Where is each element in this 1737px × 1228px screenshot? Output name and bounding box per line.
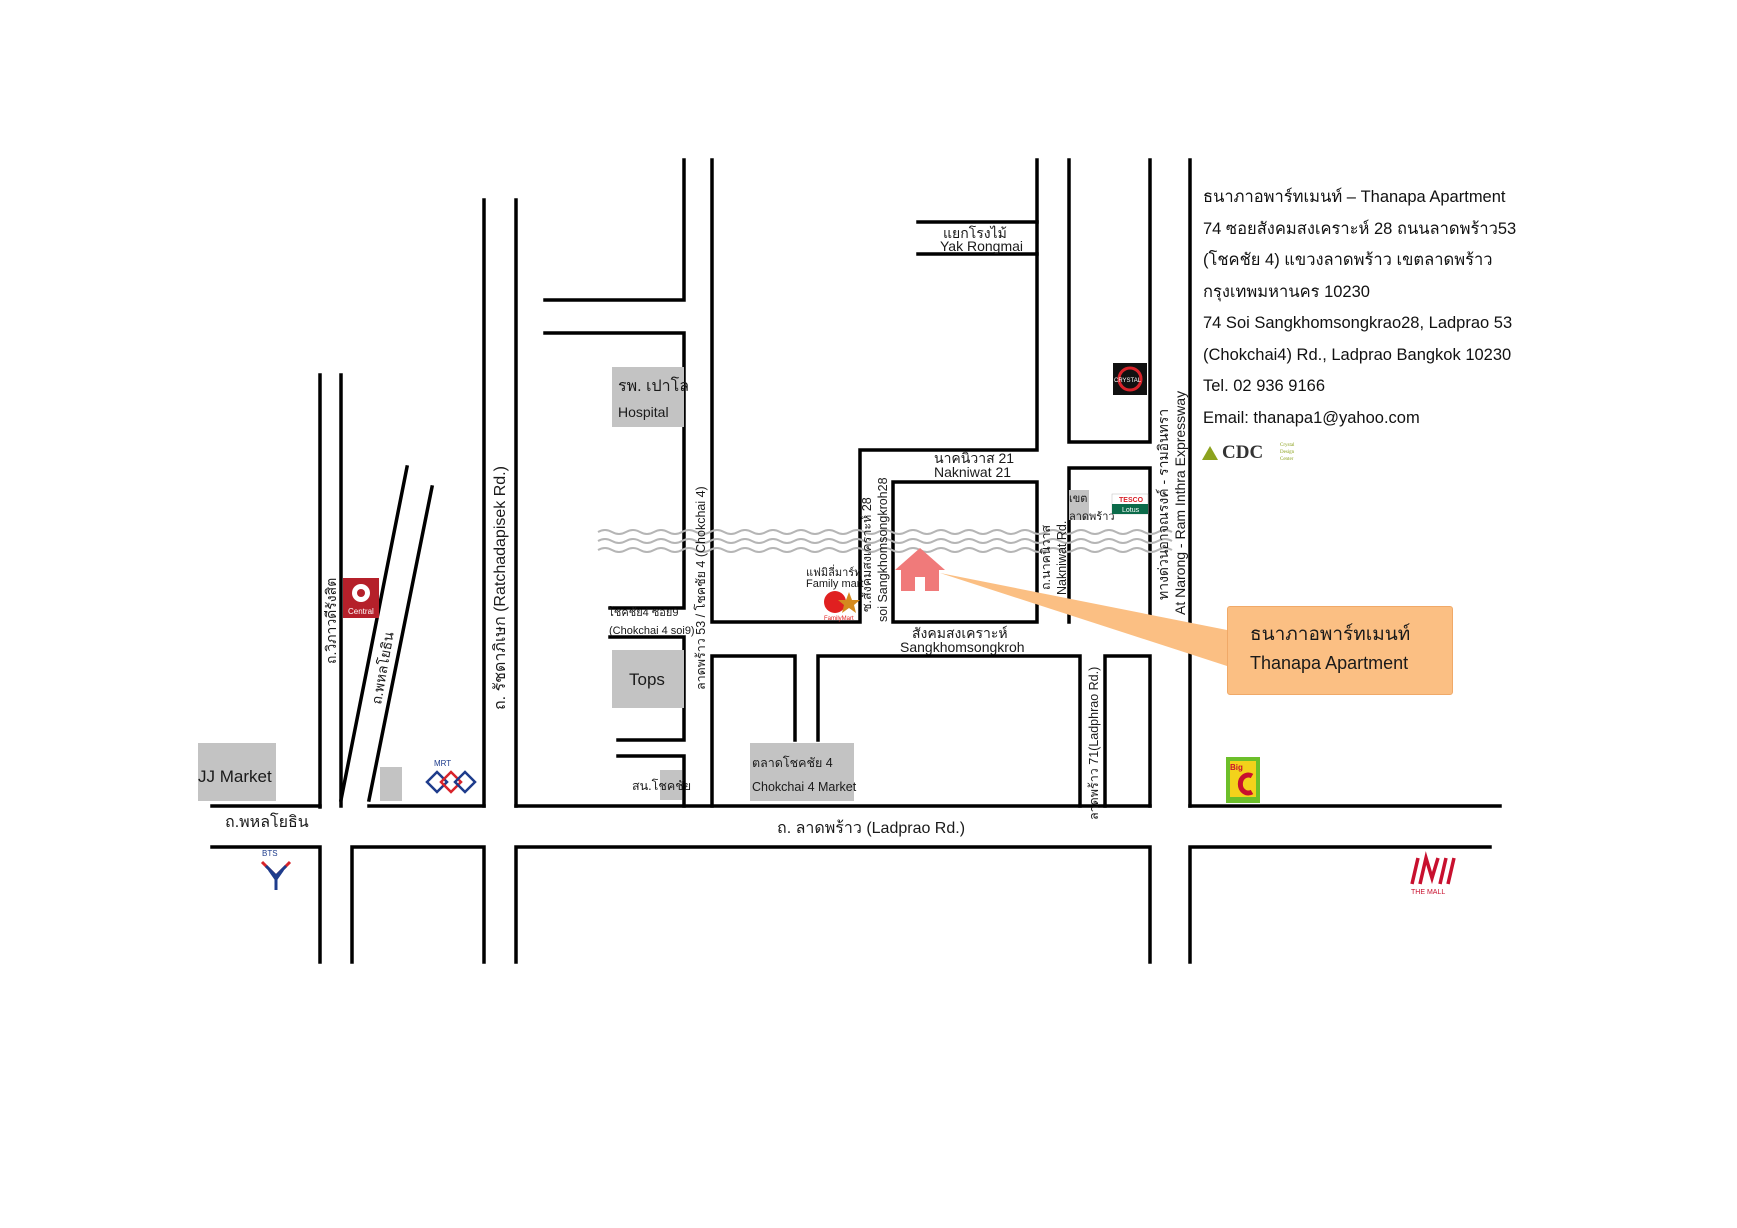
road-nakniwat-south <box>1067 466 1152 624</box>
label-ladprao71: ลาดพร้าว 71(Ladphrao Rd.) <box>1087 667 1101 820</box>
familymart-logo-text: FamilyMart <box>824 616 854 622</box>
road-block-ladprao71 <box>1103 654 1152 808</box>
chokchai-market-box <box>750 743 854 801</box>
label-vibhavadi: ถ.วิภาวดีรังสิต <box>323 578 339 664</box>
bts-logo-text: BTS <box>262 849 278 858</box>
road-phahon-diag-1 <box>338 464 410 803</box>
label-chokchai4-rd: ลาดพร้าว 53 / โชคชัย 4 (Chokchai 4) <box>693 486 708 690</box>
label-nakniwat21-th: นาคนิวาส 21 <box>934 450 1014 466</box>
apartment-callout: ธนาภาอพาร์ทเมนท์ Thanapa Apartment <box>1227 606 1453 695</box>
lotus-logo-text: Lotus <box>1122 507 1140 514</box>
bigc-logo-text: Big <box>1230 763 1243 772</box>
label-chokchai-market-en: Chokchai 4 Market <box>752 780 857 794</box>
cdc-logo-sub1: Crystal <box>1280 443 1295 448</box>
label-familymart-th: แฟมิลี่มาร์ท <box>806 564 861 579</box>
road-branch-top-left-1 <box>543 158 686 302</box>
road-network <box>210 158 1502 964</box>
road-ladprao-bottom-4 <box>1188 845 1492 964</box>
callout-pointer <box>940 573 1227 666</box>
info-line-8[interactable]: Email: thanapa1@yahoo.com <box>1203 408 1420 427</box>
label-nakniwat-en: Nakniwat Rd. <box>1055 521 1069 595</box>
mrt-logo-text: MRT <box>434 759 451 768</box>
label-expressway-th: ทางด่วนอาจณรงค์ - รามอินทรา <box>1155 409 1171 600</box>
label-chokchai-market-th: ตลาดโชคชัย 4 <box>752 755 833 770</box>
cdc-logo-text: CDC <box>1222 442 1264 463</box>
label-soi28-th: ซ.สังคมสงเคราะห์ 28 <box>860 497 874 612</box>
central-logo: Central <box>343 578 379 618</box>
label-soi9-en: (Chokchai 4 soi9) <box>609 625 695 637</box>
crystal-logo: CRYSTAL <box>1113 363 1147 395</box>
apartment-info-panel: ธนาภาอพาร์ทเมนท์ – Thanapa Apartment 74 … <box>1203 182 1623 434</box>
canal-wave-line <box>597 529 1173 535</box>
callout-thai: ธนาภาอพาร์ทเมนท์ <box>1250 624 1411 645</box>
label-phahon-bottom: ถ.พหลโยธิน <box>225 812 309 831</box>
info-line-1: ธนาภาอพาร์ทเมนท์ – Thanapa Apartment <box>1203 188 1506 206</box>
cdc-logo-sub2: Design <box>1280 450 1295 455</box>
bigc-logo: Big <box>1226 757 1260 803</box>
canal <box>597 529 1173 553</box>
canal-wave-line <box>597 547 1173 553</box>
khet-office-box <box>1069 490 1089 520</box>
info-line-2: 74 ซอยสังคมสงเคราะห์ 28 ถนนลาดพร้าว53 <box>1203 219 1517 238</box>
label-nakniwat21-en: Nakniwat 21 <box>934 464 1011 480</box>
cdc-logo: CDC Crystal Design Center <box>1200 442 1310 466</box>
label-nakniwat-th: ถ.นาคนิวาส <box>1039 524 1053 590</box>
label-sangkhom-en: Sangkhomsongkroh <box>900 639 1025 655</box>
label-sangkhom-th: สังคมสงเคราะห์ <box>912 625 1008 641</box>
jj-market-box <box>198 743 276 801</box>
info-line-3: (โชคชัย 4) แขวงลาดพร้าว เขตลาดพร้าว <box>1203 251 1493 269</box>
callout-english: Thanapa Apartment <box>1250 653 1409 673</box>
tops-box <box>612 650 684 708</box>
the-mall-logo-text: THE MALL <box>1411 889 1445 896</box>
tesco-lotus-logo: TESCO Lotus <box>1111 493 1149 515</box>
road-soi28-block <box>710 158 1039 624</box>
hospital-box <box>612 367 684 427</box>
road-chokchai4-west-upper <box>543 331 686 610</box>
info-line-5: 74 Soi Sangkhomsongkrao28, Ladprao 53 <box>1203 314 1513 332</box>
label-khet-1: เขต <box>1069 493 1087 505</box>
label-familymart-en: Family mart <box>806 578 863 590</box>
road-ladprao-bottom-1 <box>210 845 322 964</box>
road-ladprao-bottom-3 <box>514 845 1152 964</box>
label-soi9-th: โชคชัย4 ซอย9 <box>608 605 678 619</box>
mrt-station-box <box>380 767 402 801</box>
road-block-market-left <box>710 654 797 808</box>
label-soi28-en: soi Sangkhomsongkroh28 <box>876 477 890 622</box>
label-khet-2: ลาดพร้าว <box>1069 511 1115 523</box>
apartment-house-icon <box>895 548 945 591</box>
bts-logo: BTS <box>260 849 292 890</box>
crystal-logo-text: CRYSTAL <box>1114 378 1142 384</box>
familymart-logo: FamilyMart <box>824 591 860 622</box>
the-mall-logo: THE MALL <box>1410 851 1456 896</box>
mrt-logo: MRT <box>425 759 477 794</box>
police-station-box <box>660 770 682 800</box>
label-yak-th: แยกโรงไม้ <box>943 225 1007 241</box>
road-phahon-diag-2 <box>366 484 435 803</box>
info-line-7: Tel. 02 936 9166 <box>1203 377 1326 395</box>
info-line-4: กรุงเทพมหานคร 10230 <box>1203 282 1370 301</box>
central-logo-text: Central <box>348 607 374 616</box>
cdc-triangle-icon <box>1202 446 1218 460</box>
label-tops: Tops <box>629 670 665 689</box>
label-ladprao-rd: ถ. ลาดพร้าว (Ladprao Rd.) <box>777 819 965 837</box>
cdc-logo-sub3: Center <box>1280 457 1294 462</box>
road-block-market-right <box>816 654 1082 808</box>
label-hospital-th: รพ. เปาโล <box>618 376 689 395</box>
label-expressway-en: At Narong - Ram Inthra Expressway <box>1172 391 1188 615</box>
tesco-logo-text: TESCO <box>1119 497 1144 504</box>
label-police-th: สน.โชคชัย <box>632 778 691 793</box>
road-chokchai4-west-low <box>616 754 686 808</box>
info-line-6: (Chokchai4) Rd., Ladprao Bangkok 10230 <box>1203 345 1512 364</box>
canal-wave-line <box>597 538 1173 544</box>
label-yak-en: Yak Rongmai <box>940 238 1023 254</box>
label-ratchada: ถ. รัชดาภิเษก (Ratchadapisek Rd.) <box>492 466 509 710</box>
label-hospital-en: Hospital <box>618 404 669 420</box>
road-nakniwat-north <box>1067 158 1152 444</box>
label-jj-market: JJ Market <box>198 767 272 786</box>
road-apartment-block <box>891 480 1039 624</box>
road-ladprao-bottom-2 <box>350 845 486 964</box>
